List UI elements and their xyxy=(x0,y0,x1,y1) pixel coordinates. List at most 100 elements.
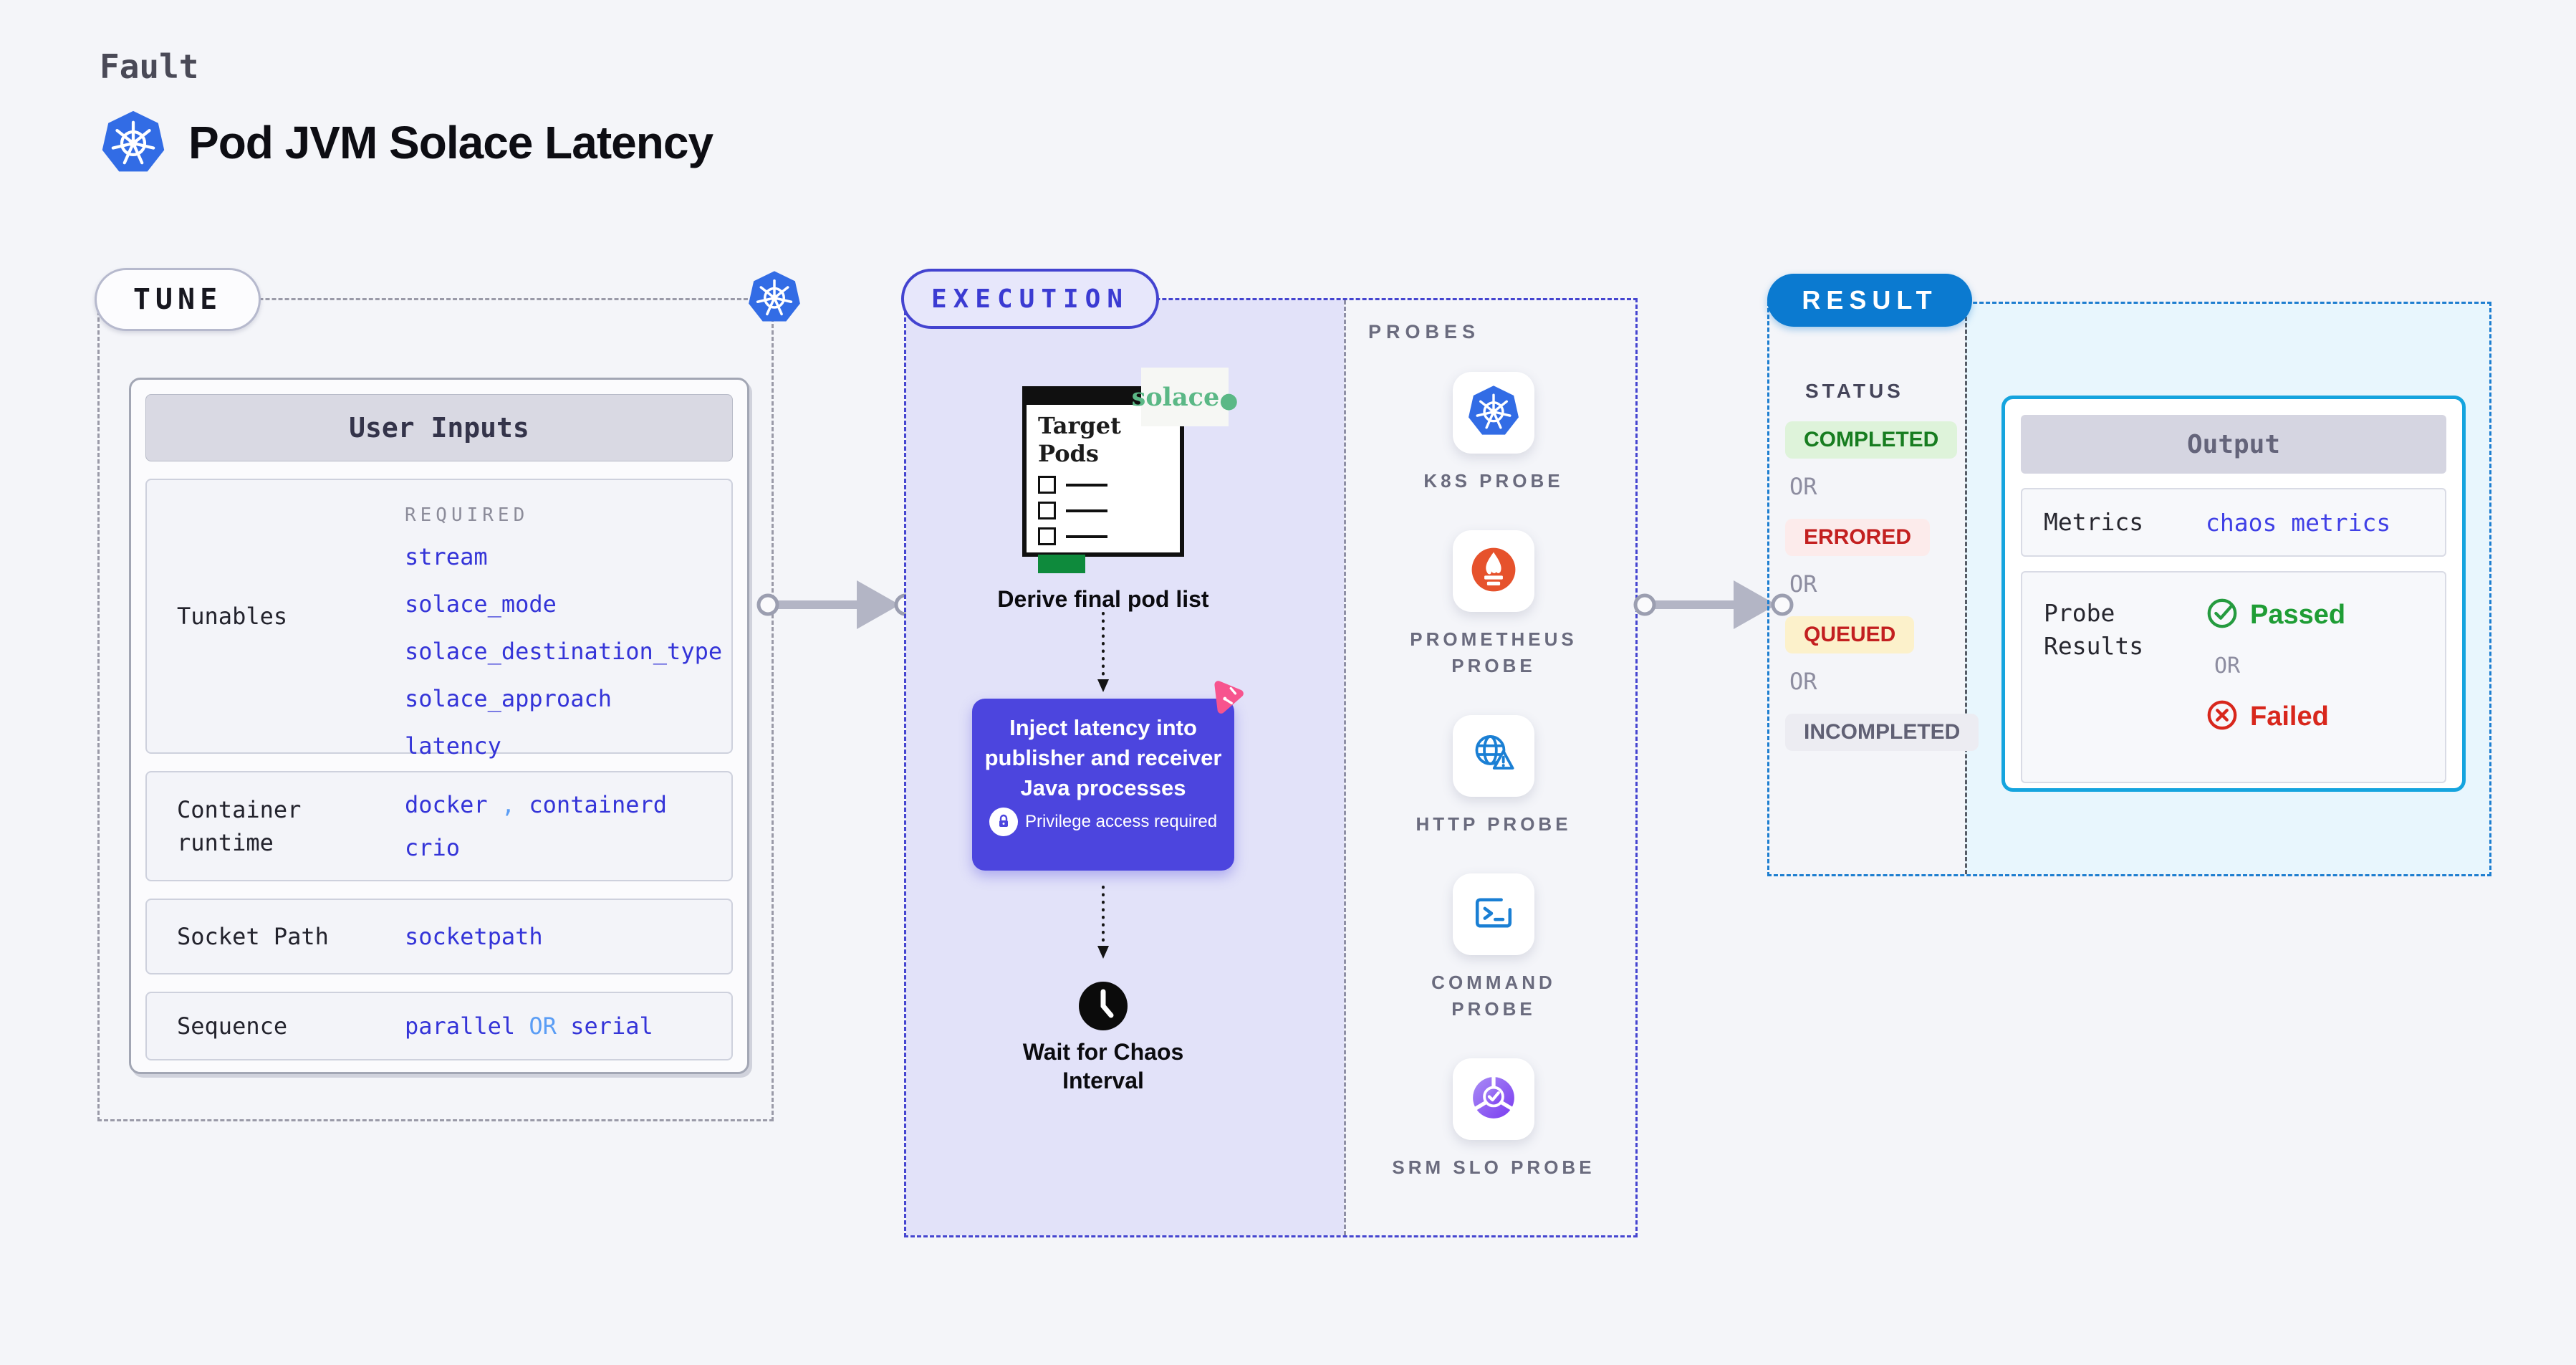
probe-card xyxy=(1453,715,1534,797)
socket-path-row: Socket Path socketpath xyxy=(145,899,733,974)
comma-separator: , xyxy=(501,791,516,818)
probe-results-row: Probe Results Passed OR xyxy=(2021,571,2446,783)
x-circle-icon xyxy=(2206,699,2239,735)
tune-badge: TUNE xyxy=(95,268,261,331)
execution-to-result-arrow xyxy=(1633,570,1794,643)
or-label: OR xyxy=(1789,570,1817,598)
flow-arrow-down xyxy=(1095,612,1112,699)
or-label: OR xyxy=(1789,473,1817,500)
container-runtime-label: Container runtime xyxy=(177,796,302,856)
tunable-value: solace_mode xyxy=(405,590,557,618)
privilege-note: Privilege access required xyxy=(982,808,1224,836)
probe-label: COMMAND PROBE xyxy=(1431,972,1556,1020)
http-globe-icon xyxy=(1466,727,1521,785)
user-inputs-header: User Inputs xyxy=(145,394,733,461)
output-header: Output xyxy=(2021,415,2446,474)
flow-arrow-down xyxy=(1095,886,1112,965)
kubernetes-icon xyxy=(1466,384,1521,442)
prometheus-icon xyxy=(1466,542,1521,600)
passed-line: Passed xyxy=(2206,597,2345,633)
status-badge-errored: ERRORED xyxy=(1785,519,1931,556)
probe-srm-slo: SRM SLO PROBE xyxy=(1386,1058,1601,1181)
probe-k8s: K8S PROBE xyxy=(1386,372,1601,494)
pod-list-item xyxy=(1038,502,1180,519)
passed-label: Passed xyxy=(2250,600,2346,630)
status-column: STATUS COMPLETED OR ERRORED OR QUEUED OR… xyxy=(1785,380,1979,751)
result-badge: RESULT xyxy=(1767,274,1972,327)
probes-title: PROBES xyxy=(1368,321,1481,343)
tune-to-execution-arrow xyxy=(756,570,917,643)
pod-list-item xyxy=(1038,527,1180,545)
probe-results-label: Probe Results xyxy=(2044,599,2144,660)
tunable-value: stream xyxy=(405,543,488,570)
probe-card xyxy=(1453,372,1534,454)
runtime-value: containerd xyxy=(529,791,668,818)
wait-chaos-interval-label: Wait for Chaos Interval xyxy=(1022,1039,1184,1093)
lock-icon xyxy=(989,808,1018,836)
probe-prometheus: PROMETHEUS PROBE xyxy=(1386,530,1601,679)
probe-label: SRM SLO PROBE xyxy=(1392,1156,1595,1178)
target-pods-document: Target Pods xyxy=(1022,386,1184,573)
chaos-triangle-icon xyxy=(1206,676,1246,717)
sequence-row: Sequence parallel OR serial xyxy=(145,992,733,1060)
socket-path-label: Socket Path xyxy=(177,923,329,950)
failed-label: Failed xyxy=(2250,701,2329,732)
sequence-value: serial xyxy=(570,1012,653,1040)
metrics-value: chaos metrics xyxy=(2206,508,2391,537)
list-line xyxy=(1066,509,1107,512)
checkbox-icon xyxy=(1038,502,1056,519)
probe-card xyxy=(1453,1058,1534,1140)
output-card: Output Metrics chaos metrics Probe Resul… xyxy=(2001,396,2466,792)
probe-http: HTTP PROBE xyxy=(1386,715,1601,838)
solace-logo: solace● xyxy=(1132,368,1238,426)
fault-kicker: Fault xyxy=(100,47,199,86)
status-badge-incompleted: INCOMPLETED xyxy=(1785,714,1979,751)
kubernetes-icon xyxy=(746,269,802,325)
checkbox-icon xyxy=(1038,527,1056,545)
kubernetes-icon xyxy=(100,109,167,176)
clock-icon xyxy=(1077,980,1129,1032)
probes-column: PROBES xyxy=(1351,301,1636,1217)
probe-label: K8S PROBE xyxy=(1423,470,1564,492)
checkbox-icon xyxy=(1038,476,1056,494)
or-label: OR xyxy=(2214,653,2241,679)
runtime-value: docker xyxy=(405,791,488,818)
page-title: Pod JVM Solace Latency xyxy=(188,117,713,168)
container-runtime-row: Container runtime docker , containerd cr… xyxy=(145,771,733,881)
status-title: STATUS xyxy=(1805,380,1904,402)
title-row: Pod JVM Solace Latency xyxy=(100,109,713,176)
required-label: REQUIRED xyxy=(405,504,529,526)
tunables-values: REQUIRED stream solace_mode solace_desti… xyxy=(405,480,731,760)
list-line xyxy=(1066,535,1107,538)
probe-label: PROMETHEUS PROBE xyxy=(1410,628,1577,676)
terminal-icon xyxy=(1466,886,1521,944)
privilege-note-text: Privilege access required xyxy=(1024,812,1218,831)
status-badge-completed: COMPLETED xyxy=(1785,421,1958,459)
tunables-row: Tunables REQUIRED stream solace_mode sol… xyxy=(145,479,733,760)
probe-command: COMMAND PROBE xyxy=(1386,873,1601,1022)
sequence-value: parallel xyxy=(405,1012,516,1040)
probe-card xyxy=(1453,530,1534,612)
metrics-label: Metrics xyxy=(2044,508,2144,536)
inject-latency-text: Inject latency into publisher and receiv… xyxy=(984,715,1222,800)
probes-divider xyxy=(1344,300,1346,1235)
tune-section xyxy=(97,298,774,1121)
derive-pod-list-label: Derive final pod list xyxy=(997,586,1209,612)
pod-list-item xyxy=(1038,476,1180,494)
tunable-value: solace_destination_type xyxy=(405,638,723,665)
metrics-row: Metrics chaos metrics xyxy=(2021,488,2446,557)
green-bar xyxy=(1038,555,1085,573)
status-badge-queued: QUEUED xyxy=(1785,616,1915,653)
execution-badge: EXECUTION xyxy=(901,269,1159,329)
user-inputs-card: User Inputs Tunables REQUIRED stream sol… xyxy=(129,378,749,1074)
tunable-value: solace_approach xyxy=(405,685,612,712)
tunables-label: Tunables xyxy=(177,603,288,630)
sequence-label: Sequence xyxy=(177,1012,288,1040)
or-label: OR xyxy=(1789,668,1817,695)
runtime-value: crio xyxy=(405,834,461,861)
status-output-divider xyxy=(1965,304,1967,874)
target-pods-title: Target Pods xyxy=(1038,412,1121,467)
probe-results-values: Passed OR Failed xyxy=(2206,597,2345,782)
container-runtime-values: docker , containerd crio xyxy=(405,772,731,880)
